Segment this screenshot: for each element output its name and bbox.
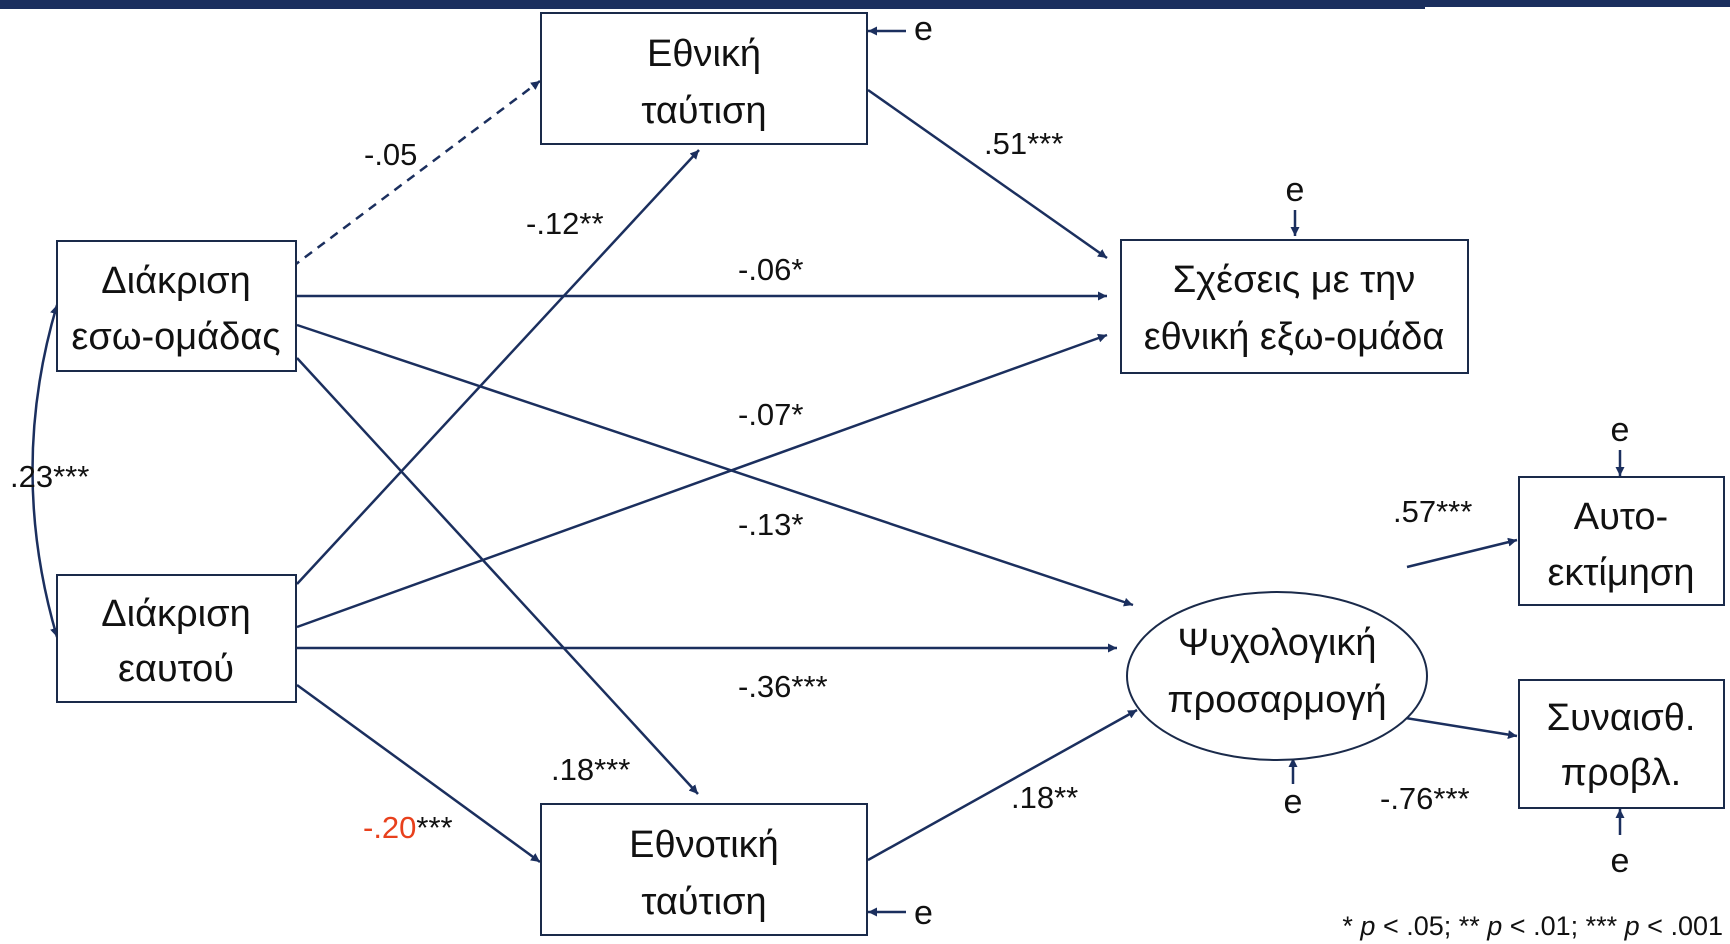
coefficient-labels: -.05 -.12** -.06* -.07* -.13* -.36*** .1… (10, 126, 1472, 845)
error-label: e (1611, 411, 1630, 449)
node-label: Εθνοτική (629, 824, 779, 866)
node-national-identity: Εθνική ταύτιση (540, 12, 868, 145)
coef-self-ethnic-stars: *** (416, 810, 452, 845)
node-label: ταύτιση (641, 90, 766, 132)
node-label: Διάκριση (101, 260, 250, 302)
node-label: προσαρμογή (1167, 679, 1386, 721)
node-label: Αυτο- (1574, 496, 1668, 538)
coef-ingroup-national: -.05 (364, 137, 417, 172)
node-ethnic-identity: Εθνοτική ταύτιση (540, 803, 868, 936)
edge-ingroup-ethnic (296, 357, 699, 795)
node-label: ταύτιση (641, 881, 766, 923)
coef-national-outgroup: .51*** (984, 126, 1063, 161)
error-label: e (914, 10, 933, 48)
coef-self-ethnic: -.20*** (363, 810, 453, 845)
error-label: e (1611, 842, 1630, 880)
error-label: e (1284, 783, 1303, 821)
header-bar (0, 0, 1730, 7)
edges (31, 26, 1625, 917)
node-emotional-problems: Συναισθ. προβλ. (1518, 679, 1725, 809)
coef-self-psych: -.36*** (738, 669, 828, 704)
node-psych-adjustment: Ψυχολογική προσαρμογή (1126, 591, 1428, 761)
edge-national-outgroup (867, 88, 1108, 260)
node-self-esteem: Αυτο- εκτίμηση (1518, 476, 1725, 606)
coef-self-ethnic-value: -.20 (363, 810, 416, 845)
edge-self-national (296, 149, 700, 585)
node-label: Σχέσεις με την (1173, 259, 1416, 301)
coef-psych-emotional: -.76*** (1380, 781, 1470, 816)
edge-ingroup-national (291, 80, 541, 268)
header-line (0, 7, 1425, 9)
node-label: Συναισθ. (1547, 697, 1696, 739)
edge-ingroup-psych (296, 323, 1134, 607)
coef-ethnic-psych: .18** (1011, 780, 1078, 815)
coef-ingroup-psych: -.13* (738, 507, 803, 542)
coef-self-national: -.12** (526, 206, 604, 241)
edge-ethnic-psych (867, 708, 1138, 862)
edge-psych-selfesteem (1406, 537, 1518, 569)
node-label: προβλ. (1561, 752, 1681, 794)
edge-self-ethnic (296, 683, 541, 864)
coef-ingroup-outgroup: -.06* (738, 252, 803, 287)
coef-self-outgroup: -.07* (738, 397, 803, 432)
error-label: e (914, 894, 933, 932)
edge-correlation (31, 304, 59, 638)
node-label: εθνική εξω-ομάδα (1144, 316, 1445, 358)
node-label: εσω-ομάδας (71, 316, 280, 358)
error-label: e (1286, 171, 1305, 209)
edge-self-outgroup (296, 333, 1108, 629)
coef-psych-selfesteem: .57*** (1393, 494, 1472, 529)
significance-note: * p < .05; ** p < .01; *** p < .001 (1342, 911, 1723, 941)
node-label: Εθνική (647, 33, 761, 75)
edge-psych-emotional (1392, 714, 1518, 740)
node-self-discrimination: Διάκριση εαυτού (56, 574, 297, 703)
error-labels: e e e e e e (914, 10, 1629, 932)
coef-ingroup-ethnic: .18*** (551, 752, 630, 787)
node-label: εαυτού (118, 648, 234, 690)
coef-correlation: .23*** (10, 459, 89, 494)
node-label: Διάκριση (101, 593, 250, 635)
node-label: Ψυχολογική (1178, 622, 1377, 664)
node-ingroup-discrimination: Διάκριση εσω-ομάδας (56, 240, 297, 372)
node-outgroup-relations: Σχέσεις με την εθνική εξω-ομάδα (1120, 239, 1469, 374)
node-label: εκτίμηση (1547, 552, 1694, 594)
